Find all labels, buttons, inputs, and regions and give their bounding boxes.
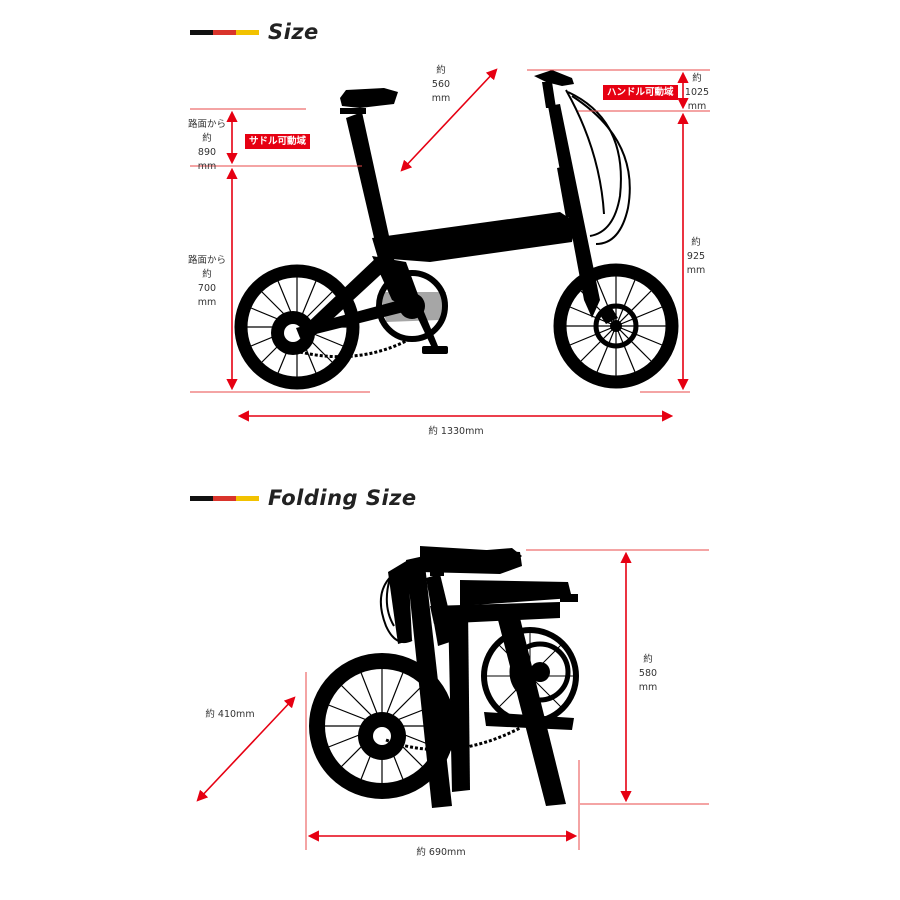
folded-width-label: 約 690mm bbox=[416, 847, 466, 858]
folded-frame bbox=[388, 546, 578, 808]
folding-size-heading: Folding Size bbox=[190, 486, 417, 510]
folded-depth-label: 約 410mm bbox=[205, 709, 255, 720]
size-heading: Size bbox=[190, 20, 319, 44]
overall-length-label: 約 1330mm bbox=[428, 426, 484, 437]
heading-color-stripe bbox=[190, 29, 259, 35]
rear-wheel bbox=[234, 264, 360, 390]
handle-range-tag: ハンドル可動域 bbox=[603, 85, 678, 100]
bike-silhouette bbox=[234, 70, 679, 390]
frame bbox=[296, 70, 600, 354]
folded-depth-arrow bbox=[196, 696, 296, 802]
handle-min-height-label: 約 925 mm bbox=[686, 237, 706, 276]
saddle-range-tag: サドル可動域 bbox=[245, 134, 311, 149]
saddle-min-height-label: 路面から 約 700 mm bbox=[187, 255, 226, 308]
folding-size-title: Folding Size bbox=[268, 486, 417, 510]
saddle-max-height-label: 路面から 約 890 mm bbox=[187, 119, 226, 172]
size-title: Size bbox=[268, 20, 319, 44]
top-tube-dimension-label: 約 560 mm bbox=[431, 65, 451, 104]
handle-max-height-label: 約 1025 mm bbox=[684, 73, 710, 112]
chain-cables bbox=[299, 89, 631, 359]
folded-bike-silhouette bbox=[309, 546, 579, 808]
front-wheel bbox=[553, 263, 679, 389]
folding-dimension-lines bbox=[196, 549, 709, 850]
size-dimension-lines bbox=[190, 68, 710, 422]
folded-cables bbox=[379, 571, 521, 752]
folded-height-label: 約 580 mm bbox=[638, 654, 658, 693]
top-tube-arrow bbox=[400, 68, 498, 172]
folded-rear-wheel bbox=[309, 653, 455, 799]
heading-color-stripe bbox=[190, 495, 259, 501]
